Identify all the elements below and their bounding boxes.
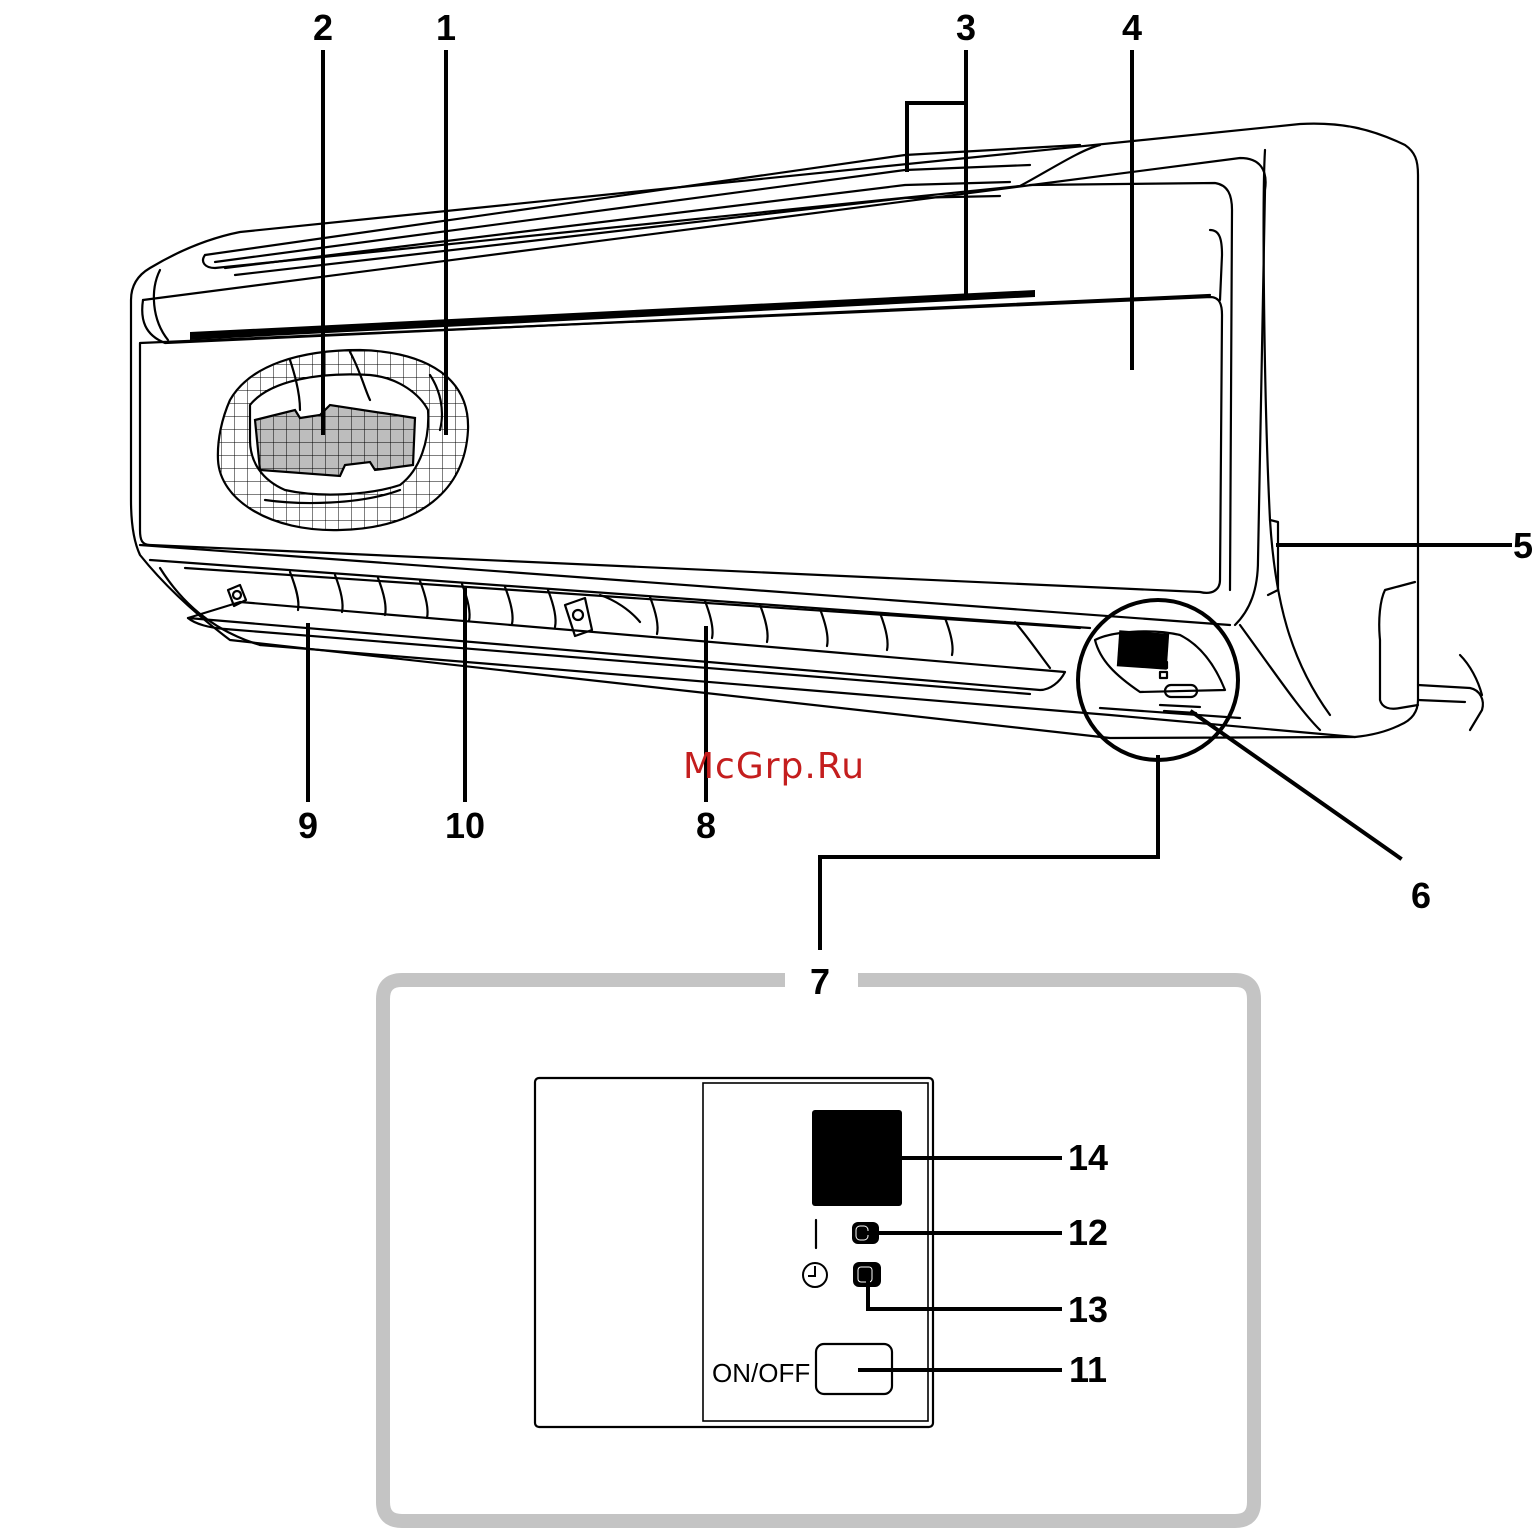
- label-11: 11: [1069, 1349, 1107, 1390]
- watermark: McGrp.Ru: [683, 746, 865, 787]
- label-6: 6: [1411, 875, 1431, 916]
- label-7: 7: [810, 961, 830, 1002]
- magnifier-circle: [1078, 600, 1238, 760]
- label-3: 3: [956, 7, 976, 48]
- label-1: 1: [436, 7, 456, 48]
- label-12: 12: [1068, 1212, 1108, 1253]
- label-5: 5: [1513, 525, 1533, 566]
- label-4: 4: [1122, 7, 1142, 48]
- air-filter-assembly: [218, 350, 468, 530]
- vertical-louvers: [290, 572, 1050, 668]
- control-panel: ON/OFF: [535, 1078, 1060, 1427]
- leader-lines: [308, 52, 1510, 948]
- label-14: 14: [1068, 1137, 1108, 1178]
- onoff-label: ON/OFF: [712, 1358, 810, 1388]
- label-10: 10: [445, 805, 485, 846]
- label-8: 8: [696, 805, 716, 846]
- label-9: 9: [298, 805, 318, 846]
- label-2: 2: [313, 7, 333, 48]
- clock-icon: [803, 1263, 827, 1287]
- label-13: 13: [1068, 1289, 1108, 1330]
